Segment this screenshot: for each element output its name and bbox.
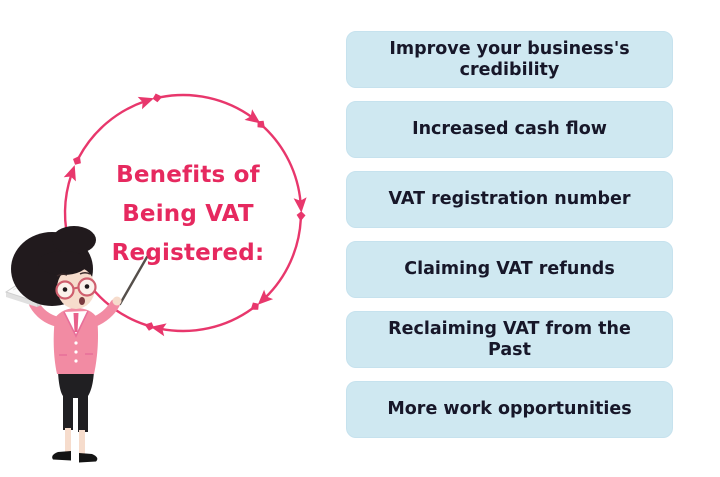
left-shoe bbox=[52, 451, 71, 461]
benefit-card: Reclaiming VAT from the Past bbox=[346, 311, 673, 368]
jacket-pockets bbox=[59, 353, 93, 356]
benefit-label: Increased cash flow bbox=[412, 119, 607, 139]
jacket-buttons bbox=[74, 341, 78, 363]
eyes bbox=[62, 284, 90, 292]
benefits-list: Improve your business's credibility Incr… bbox=[346, 31, 673, 438]
hair-fringe bbox=[38, 251, 88, 275]
benefit-label: VAT registration number bbox=[388, 189, 631, 209]
mouth bbox=[79, 297, 85, 305]
right-hand bbox=[112, 296, 122, 306]
benefit-label: Reclaiming VAT from the Past bbox=[388, 318, 631, 360]
right-shoe bbox=[79, 453, 98, 463]
benefit-label: More work opportunities bbox=[387, 399, 632, 419]
lapels bbox=[63, 310, 89, 338]
benefit-label: Claiming VAT refunds bbox=[404, 259, 615, 279]
benefit-card: Claiming VAT refunds bbox=[346, 241, 673, 298]
diagram-title: Benefits of Being VAT Registered: bbox=[111, 162, 265, 266]
benefit-card: VAT registration number bbox=[346, 171, 673, 228]
eyebrows bbox=[56, 272, 91, 277]
teacher bbox=[4, 226, 149, 463]
pointer-stick bbox=[118, 255, 149, 306]
benefit-card: More work opportunities bbox=[346, 381, 673, 438]
hair-bun bbox=[52, 226, 96, 254]
jacket bbox=[53, 308, 98, 374]
tie bbox=[73, 313, 79, 332]
benefit-card: Increased cash flow bbox=[346, 101, 673, 158]
benefit-label: Improve your business's credibility bbox=[389, 38, 630, 80]
right-calf bbox=[79, 430, 85, 456]
benefit-card: Improve your business's credibility bbox=[346, 31, 673, 88]
teacher-illustration bbox=[4, 93, 307, 463]
pants bbox=[58, 368, 94, 432]
left-calf bbox=[65, 428, 71, 454]
